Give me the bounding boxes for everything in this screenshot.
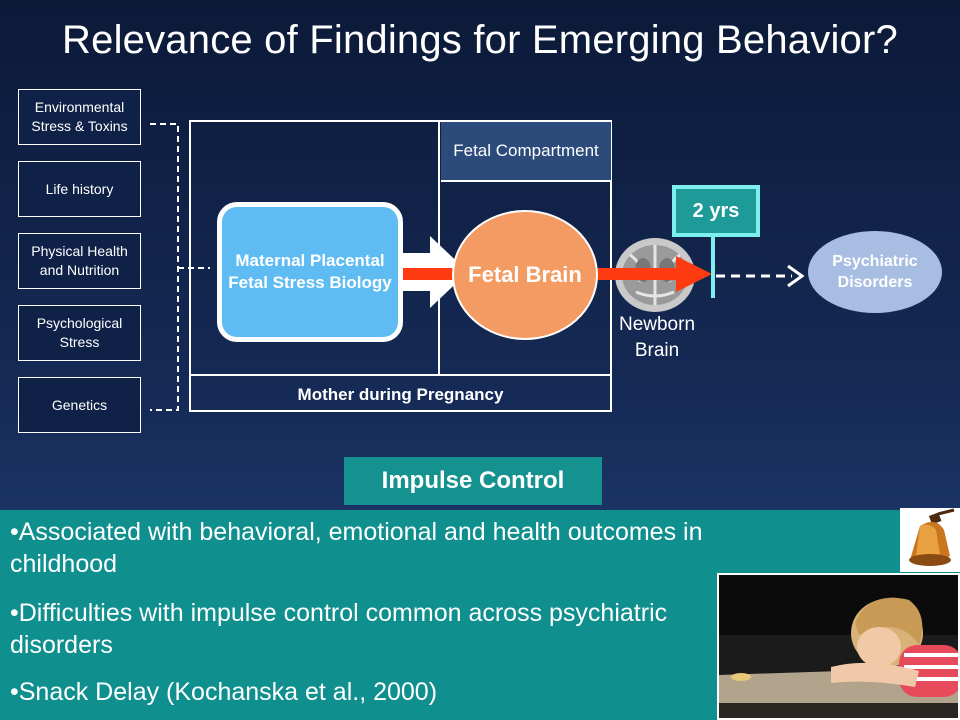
red-arrow-head — [676, 256, 712, 292]
child-photo — [717, 573, 960, 720]
factor-bracket — [150, 123, 179, 411]
factor-genetics: Genetics — [18, 377, 141, 433]
maternal-placental-stress-box: Maternal Placental Fetal Stress Biology — [217, 202, 403, 342]
fetal-brain-circle: Fetal Brain — [452, 210, 598, 340]
impulse-control-header: Impulse Control — [344, 457, 602, 505]
factor-psychological-stress: Psychological Stress — [18, 305, 141, 361]
bullet-3: •Snack Delay (Kochanska et al., 2000) — [10, 678, 438, 706]
fetal-compartment-label: Fetal Compartment — [441, 122, 611, 182]
frame-divider-horizontal — [190, 374, 611, 376]
factor-environmental-stress: Environmental Stress & Toxins — [18, 89, 141, 145]
age-sign: 2 yrs — [672, 185, 760, 237]
dashed-arrow-head — [787, 264, 805, 288]
bell-picture — [900, 508, 960, 572]
psychiatric-disorders-ellipse: Psychiatric Disorders — [808, 231, 942, 313]
bullet-2: •Difficulties with impulse control commo… — [10, 599, 668, 659]
factor-life-history: Life history — [18, 161, 141, 217]
factor-physical-health: Physical Health and Nutrition — [18, 233, 141, 289]
slide-title: Relevance of Findings for Emerging Behav… — [62, 18, 898, 62]
newborn-brain-label: Newborn Brain — [618, 314, 696, 361]
mother-during-pregnancy-label: Mother during Pregnancy — [297, 384, 504, 404]
bullet-1: •Associated with behavioral, emotional a… — [10, 518, 703, 578]
child-at-table-illustration — [719, 575, 958, 718]
pregnancy-frame — [189, 120, 612, 412]
bell-icon — [909, 508, 955, 566]
